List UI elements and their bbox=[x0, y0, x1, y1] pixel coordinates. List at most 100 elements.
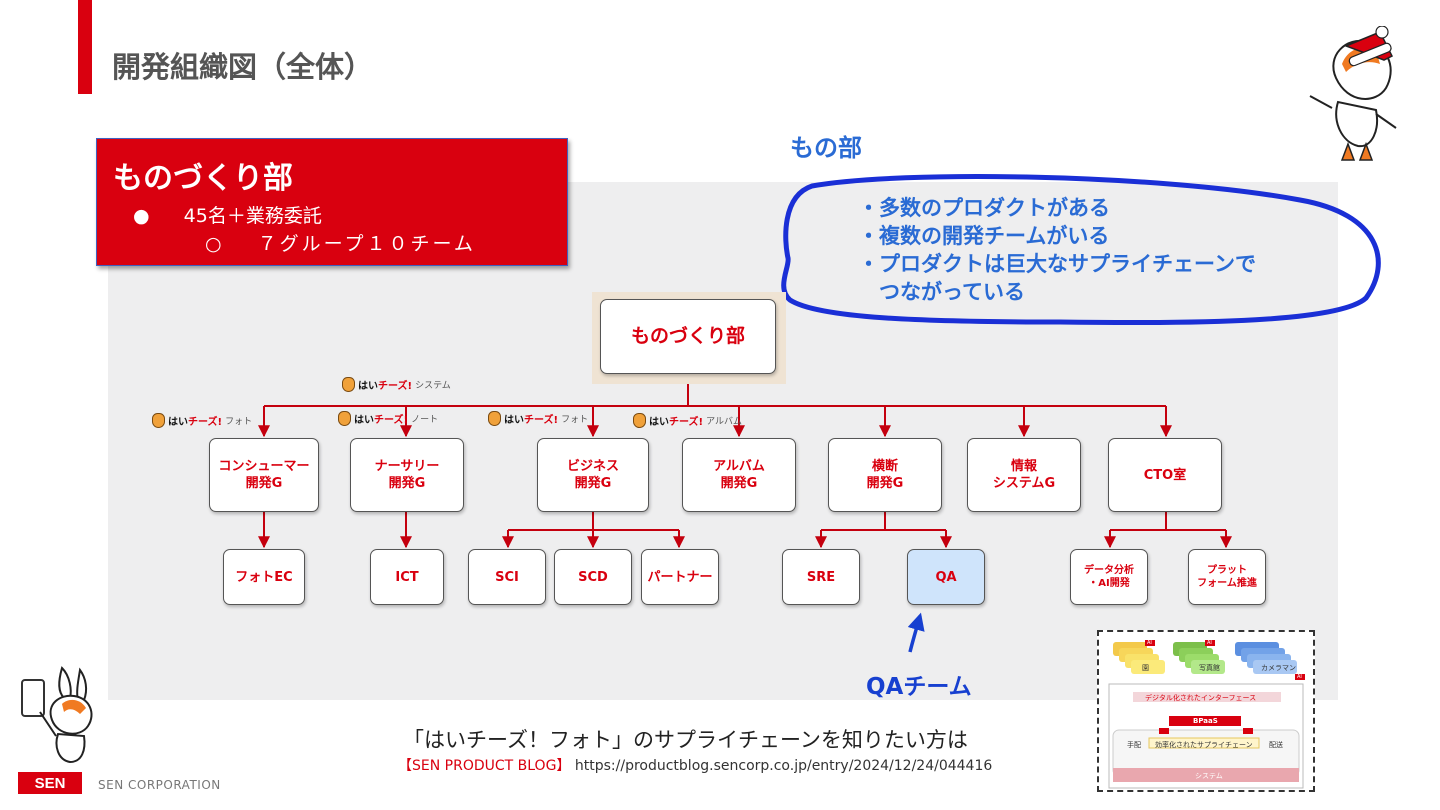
blog-reference: 【SEN PRODUCT BLOG】 https://productblog.s… bbox=[398, 755, 992, 775]
team-name: パートナー bbox=[647, 569, 713, 585]
annotation-bubble-outline bbox=[781, 174, 1381, 326]
group-node-info-system: 情報システムG bbox=[967, 438, 1081, 512]
delivery-label: 配送 bbox=[1269, 741, 1283, 749]
photographer-label: カメラマン bbox=[1261, 664, 1296, 672]
group-node-consumer: コンシューマー開発G bbox=[209, 438, 319, 512]
rabbit-icon bbox=[488, 411, 501, 426]
product-badge-album: はいチーズ! アルバム bbox=[633, 413, 742, 428]
supply-chain-diagram bbox=[1108, 640, 1305, 789]
product-suffix: フォト bbox=[225, 417, 253, 427]
sen-logo-icon: SEN bbox=[18, 772, 82, 794]
ai-tag: AI bbox=[1207, 640, 1212, 646]
team-node-scd: SCD bbox=[554, 549, 632, 605]
supply-chain-thumbnail: AI AI AI 園 写真館 カメラマン デジタル化されたインターフェース BP… bbox=[1097, 630, 1315, 792]
group-suffix: 開発G bbox=[245, 476, 283, 491]
group-node-nursery: ナーサリー開発G bbox=[350, 438, 464, 512]
rabbit-icon bbox=[633, 413, 646, 428]
ai-tag: AI bbox=[1147, 640, 1152, 646]
annotation-line: ・多数のプロダクトがある bbox=[858, 196, 1110, 220]
group-node-cto: CTO室 bbox=[1108, 438, 1222, 512]
product-suffix: フォト bbox=[561, 415, 589, 425]
team-suffix: ・AI開発 bbox=[1088, 578, 1130, 589]
group-name: 横断 bbox=[871, 459, 898, 474]
supply-chain-label: 効率化されたサプライチェーン bbox=[1155, 741, 1253, 749]
company-name: SEN CORPORATION bbox=[98, 778, 221, 792]
group-suffix: システムG bbox=[992, 476, 1056, 491]
annotation-line: つながっている bbox=[858, 280, 1025, 304]
qa-pointer-arrow bbox=[907, 612, 925, 653]
team-name: QA bbox=[935, 569, 957, 585]
rabbit-phone-mascot-icon bbox=[21, 666, 93, 764]
rabbit-icon bbox=[342, 377, 355, 392]
interface-label: デジタル化されたインターフェース bbox=[1145, 694, 1257, 702]
team-name: SCI bbox=[495, 569, 519, 585]
studio-cards bbox=[1173, 642, 1225, 674]
team-node-data-ai: データ分析・AI開発 bbox=[1070, 549, 1148, 605]
group-name: ビジネス bbox=[566, 459, 619, 474]
product-badge-photo-business: はいチーズ! フォト bbox=[488, 411, 588, 426]
team-name: SCD bbox=[578, 569, 608, 585]
system-label: システム bbox=[1195, 772, 1223, 780]
page-title: 開発組織図（全体） bbox=[112, 50, 374, 84]
department-heading: ものづくり部 bbox=[113, 161, 293, 196]
annotation-text: ・多数のプロダクトがある ・複数の開発チームがいる ・プロダクトは巨大なサプライ… bbox=[858, 194, 1256, 306]
team-name: データ分析 bbox=[1084, 565, 1134, 576]
title-accent-bar bbox=[78, 0, 92, 94]
bullet-dot: ● bbox=[133, 205, 150, 227]
team-name: プラット bbox=[1206, 565, 1247, 576]
group-name: 情報 bbox=[1010, 459, 1037, 474]
qa-team-label: QAチーム bbox=[866, 674, 972, 700]
svg-text:SEN: SEN bbox=[35, 775, 66, 792]
group-name: CTO室 bbox=[1143, 467, 1187, 483]
annotation-line: ・プロダクトは巨大なサプライチェーンで bbox=[858, 252, 1256, 276]
org-root-node: ものづくり部 bbox=[600, 299, 776, 374]
product-suffix: アルバム bbox=[706, 417, 742, 427]
group-node-business: ビジネス開発G bbox=[537, 438, 649, 512]
rabbit-icon bbox=[338, 411, 351, 426]
studio-label: 写真館 bbox=[1199, 664, 1220, 672]
product-badge-system: はいチーズ! システム bbox=[342, 377, 451, 392]
member-count: 45名＋業務委託 bbox=[183, 205, 322, 227]
team-name: SRE bbox=[806, 569, 836, 585]
group-name: アルバム bbox=[713, 459, 765, 474]
santa-mascot-icon bbox=[1309, 26, 1397, 161]
group-name: コンシューマー bbox=[218, 459, 310, 474]
group-suffix: 開発G bbox=[866, 476, 904, 491]
annotation-label: もの部 bbox=[790, 134, 862, 162]
group-node-album: アルバム開発G bbox=[682, 438, 796, 512]
group-suffix: 開発G bbox=[388, 476, 426, 491]
blog-url-link[interactable]: https://productblog.sencorp.co.jp/entry/… bbox=[574, 758, 993, 774]
photographer-cards bbox=[1235, 642, 1297, 674]
group-suffix: 開発G bbox=[720, 476, 758, 491]
product-logo: はいチーズ! bbox=[358, 381, 413, 392]
ai-tag: AI bbox=[1297, 674, 1302, 680]
department-summary-box: ものづくり部 ● 45名＋業務委託 ○ ７グループ１０チーム bbox=[96, 138, 568, 266]
member-count-line: ● 45名＋業務委託 bbox=[133, 201, 322, 228]
product-logo: はいチーズ! bbox=[354, 415, 409, 426]
team-suffix: フォーム推進 bbox=[1197, 578, 1257, 589]
team-node-sre: SRE bbox=[782, 549, 860, 605]
group-node-cross: 横断開発G bbox=[828, 438, 942, 512]
product-badge-note: はいチーズ! ノート bbox=[338, 411, 438, 426]
group-count-line: ○ ７グループ１０チーム bbox=[205, 229, 476, 256]
product-logo: はいチーズ! bbox=[504, 415, 559, 426]
team-node-photo-ec: フォトEC bbox=[223, 549, 305, 605]
team-node-qa: QA bbox=[907, 549, 985, 605]
bpaas-label: BPaaS bbox=[1193, 717, 1218, 725]
annotation-line: ・複数の開発チームがいる bbox=[858, 224, 1110, 248]
bullet-circle: ○ bbox=[205, 233, 225, 255]
nursery-cards bbox=[1113, 642, 1165, 674]
nursery-label: 園 bbox=[1142, 664, 1149, 672]
team-node-partner: パートナー bbox=[641, 549, 719, 605]
blog-caption: 「はいチーズ！フォト」のサプライチェーンを知りたい方は bbox=[403, 728, 968, 752]
group-name: ナーサリー bbox=[374, 459, 440, 474]
group-count: ７グループ１０チーム bbox=[257, 233, 476, 255]
team-node-platform: プラットフォーム推進 bbox=[1188, 549, 1266, 605]
team-name: フォトEC bbox=[235, 569, 293, 585]
team-node-sci: SCI bbox=[468, 549, 546, 605]
product-suffix: システム bbox=[415, 381, 451, 391]
product-badge-photo: はいチーズ! フォト bbox=[152, 413, 252, 428]
blog-name: 【SEN PRODUCT BLOG】 bbox=[398, 758, 571, 774]
product-suffix: ノート bbox=[411, 415, 439, 425]
product-logo: はいチーズ! bbox=[649, 417, 704, 428]
